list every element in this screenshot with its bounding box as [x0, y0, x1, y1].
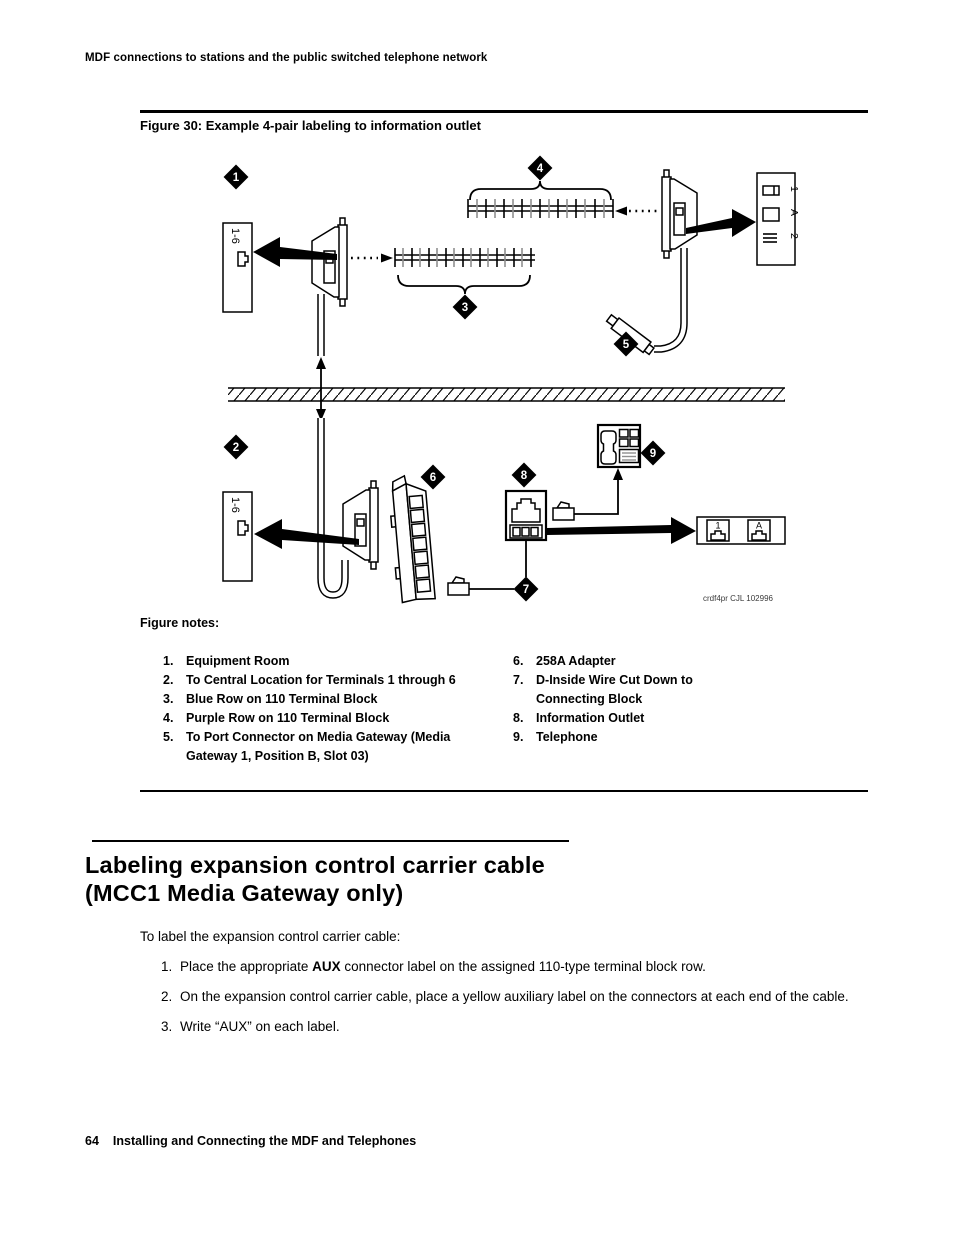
figure-30-diagram: 1-6 — [222, 155, 800, 604]
dotted-arrow-purple-row — [615, 206, 659, 216]
riser-cable-right — [654, 248, 688, 353]
svg-text:5: 5 — [623, 339, 630, 351]
svg-text:7: 7 — [523, 584, 529, 596]
outlet-jack-a-label: A — [756, 521, 762, 531]
brace — [397, 274, 531, 295]
figure-notes-right-column: 6.258A Adapter 7.D-Inside Wire Cut Down … — [513, 652, 738, 747]
dotted-arrow-blue-row — [351, 253, 393, 263]
gateway-port-plug — [605, 313, 655, 356]
section-intro: To label the expansion control carrier c… — [140, 929, 401, 944]
page-footer: 64 Installing and Connecting the MDF and … — [85, 1134, 416, 1148]
brace — [469, 180, 612, 201]
page-number: 64 — [85, 1134, 99, 1148]
jack-icon — [237, 251, 249, 267]
arrow-to-gateway-labels — [686, 209, 756, 237]
figure-note: 2.To Central Location for Terminals 1 th… — [163, 673, 456, 687]
svg-text:4: 4 — [537, 163, 544, 175]
through-floor-arrow — [316, 357, 326, 421]
figure-note: 9.Telephone — [513, 730, 598, 744]
section-heading: Labeling expansion control carrier cable… — [85, 851, 785, 907]
terminal-label-box-top: 1-6 — [222, 222, 253, 313]
figure-note: 3.Blue Row on 110 Terminal Block — [163, 692, 378, 706]
media-gateway-label-box: 1 A 2 — [756, 172, 800, 266]
figure-top-rule — [140, 110, 868, 113]
svg-text:8: 8 — [521, 470, 528, 482]
figure-title: Figure 30: Example 4-pair labeling to in… — [140, 118, 481, 133]
figure-bottom-rule — [140, 790, 868, 792]
step-item: 3. Write “AUX” on each label. — [161, 1019, 340, 1034]
cutdown-wire-plug — [447, 576, 470, 596]
svg-text:6: 6 — [430, 472, 436, 484]
terminals-range-label: 1-6 — [229, 497, 241, 513]
callout-1: 1 — [223, 164, 249, 190]
figure-note: 5.To Port Connector on Media Gateway (Me… — [163, 730, 451, 763]
figure-note: 6.258A Adapter — [513, 654, 616, 668]
figure-note: 7.D-Inside Wire Cut Down to Connecting B… — [513, 673, 693, 706]
callout-8: 8 — [511, 462, 537, 488]
gateway-slot-2-label: 2 — [788, 233, 800, 239]
figure-notes-heading: Figure notes: — [140, 616, 220, 630]
section-heading-line1: Labeling expansion control carrier cable — [85, 852, 545, 878]
section-heading-rule — [92, 840, 569, 842]
procedure-steps: 1. Place the appropriate AUX connector l… — [161, 957, 868, 1047]
purple-row-strip — [467, 180, 614, 218]
terminals-range-label: 1-6 — [229, 228, 241, 244]
telephone-icon — [596, 423, 642, 469]
callout-9: 9 — [640, 440, 666, 466]
running-header: MDF connections to stations and the publ… — [85, 52, 488, 64]
riser-cable-bottom — [317, 418, 349, 599]
arrow-to-equipment-room-top — [253, 237, 337, 267]
terminal-label-box-bottom: 1-6 — [222, 491, 253, 582]
svg-text:1: 1 — [233, 172, 240, 184]
svg-text:2: 2 — [233, 442, 239, 454]
terminal-block-connector-top-left — [311, 217, 348, 307]
jack-icon — [237, 520, 249, 536]
outlet-jack-1-label: 1 — [715, 521, 720, 531]
line-cord-plug — [552, 501, 575, 521]
svg-text:9: 9 — [650, 448, 656, 460]
figure-caption-code: crdf4pr CJL 102996 — [703, 594, 774, 603]
figure-note: 8.Information Outlet — [513, 711, 645, 725]
callout-5: 5 — [613, 331, 639, 357]
footer-title: Installing and Connecting the MDF and Te… — [112, 1134, 417, 1148]
svg-text:3: 3 — [462, 302, 468, 314]
terminal-block-connector-top-right — [661, 169, 698, 259]
figure-notes: Figure notes: 1.Equipment Room 2.To Cent… — [140, 616, 868, 792]
gateway-slot-1-label: 1 — [788, 186, 800, 192]
adapter-258a — [390, 474, 436, 604]
section-heading-line2: (MCC1 Media Gateway only) — [85, 880, 404, 906]
callout-7: 7 — [513, 576, 539, 602]
figure-notes-left-column: 1.Equipment Room 2.To Central Location f… — [163, 652, 475, 766]
gateway-slot-a-label: A — [788, 209, 800, 216]
callout-4: 4 — [527, 155, 553, 181]
callout-6: 6 — [420, 464, 446, 490]
information-outlet — [504, 489, 548, 542]
outlet-jack-label-box: 1 A — [696, 516, 786, 545]
terminal-block-connector-bottom-left — [342, 480, 379, 570]
callout-2: 2 — [223, 434, 249, 460]
floor-hatch — [228, 387, 785, 402]
arrow-to-outlet-labels — [547, 517, 696, 544]
arrow-to-equipment-room-bottom — [254, 519, 359, 549]
callout-3: 3 — [452, 294, 478, 320]
blue-row-strip — [394, 248, 535, 295]
figure-note: 1.Equipment Room — [163, 654, 290, 668]
step-item: 1. Place the appropriate AUX connector l… — [161, 959, 706, 974]
figure-note: 4.Purple Row on 110 Terminal Block — [163, 711, 390, 725]
arrow-to-telephone — [574, 468, 623, 515]
step-item: 2. On the expansion control carrier cabl… — [161, 989, 849, 1004]
